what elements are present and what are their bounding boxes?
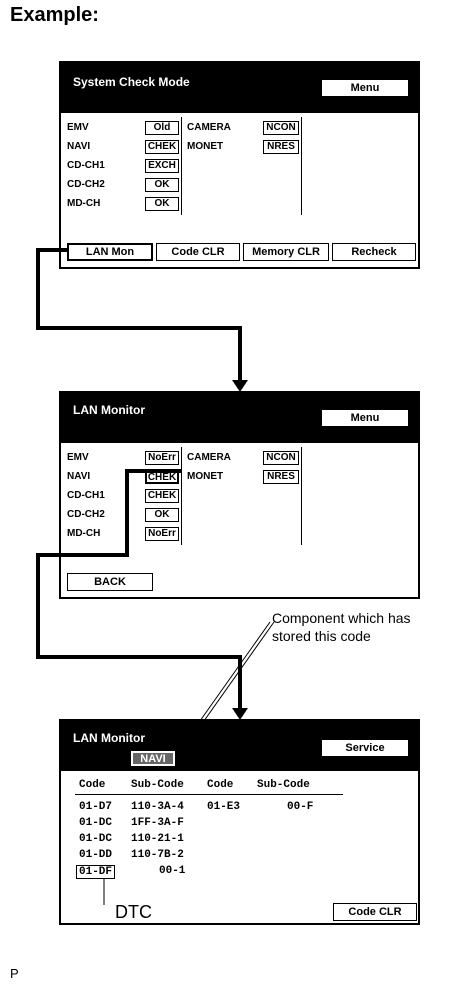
dtc-code: 01-D7	[79, 801, 113, 813]
column-header-subcode: Sub-Code	[131, 779, 184, 791]
sub-code: 1FF-3A-F	[131, 817, 184, 829]
status-value: OK	[145, 508, 179, 522]
status-value: NoErr	[145, 451, 179, 465]
status-value: OK	[145, 178, 179, 192]
column-header-subcode: Sub-Code	[257, 779, 310, 791]
column-header-code: Code	[207, 779, 234, 791]
status-value: NCON	[263, 451, 299, 465]
menu-button[interactable]: Menu	[321, 79, 409, 97]
dtc-code: 01-DC	[79, 817, 113, 829]
item-label: MONET	[187, 141, 224, 152]
dtc-code: 01-E3	[207, 801, 241, 813]
sub-code: 00-1	[159, 865, 186, 877]
divider	[181, 117, 182, 215]
item-label: NAVI	[67, 141, 91, 152]
item-label: EMV	[67, 122, 89, 133]
sub-code: 110-7B-2	[131, 849, 184, 861]
item-label: CAMERA	[187, 122, 231, 133]
arrowhead	[232, 708, 248, 720]
component-badge: NAVI	[130, 750, 176, 767]
divider	[301, 117, 302, 215]
lan-monitor-code-screen: LAN Monitor NAVI Service Code Sub-Code C…	[59, 719, 420, 925]
code-clr-button[interactable]: Code CLR	[156, 243, 240, 261]
menu-button[interactable]: Menu	[321, 409, 409, 427]
item-label: EMV	[67, 452, 89, 463]
arrowhead	[232, 380, 248, 392]
code-clr-button[interactable]: Code CLR	[333, 903, 417, 921]
connector-line	[36, 469, 242, 710]
divider	[181, 447, 182, 545]
item-label: CD-CH2	[67, 509, 105, 520]
service-button[interactable]: Service	[321, 739, 409, 757]
screen-title: System Check Mode	[73, 75, 190, 89]
annotation-line: stored this code	[272, 628, 371, 644]
item-label: CAMERA	[187, 452, 231, 463]
pointer-line	[177, 621, 271, 753]
status-value: EXCH	[145, 159, 179, 173]
memory-clr-button[interactable]: Memory CLR	[243, 243, 329, 261]
dtc-code: 01-DD	[79, 849, 113, 861]
item-label: CD-CH1	[67, 160, 105, 171]
dtc-code: 01-DF	[76, 865, 116, 879]
status-value: CHEK	[145, 140, 179, 154]
item-label: MD-CH	[67, 198, 101, 209]
back-button[interactable]: BACK	[67, 573, 153, 591]
sub-code: 00-F	[287, 801, 314, 813]
pointer-line	[181, 621, 275, 753]
sub-code: 110-21-1	[131, 833, 184, 845]
item-label: CD-CH2	[67, 179, 105, 190]
item-label: CD-CH1	[67, 490, 105, 501]
title-bar: LAN Monitor Menu	[61, 393, 418, 443]
item-label: MONET	[187, 471, 224, 482]
status-value: NRES	[263, 470, 299, 484]
column-header-code: Code	[79, 779, 106, 791]
title-bar: System Check Mode Menu	[61, 63, 418, 113]
status-value: NRES	[263, 140, 299, 154]
connector-line	[36, 248, 242, 382]
item-label: MD-CH	[67, 528, 101, 539]
sub-code: 110-3A-4	[131, 801, 184, 813]
status-value: OK	[145, 197, 179, 211]
footer-mark: P	[10, 966, 19, 981]
item-label: NAVI	[67, 471, 91, 482]
annotation-dtc: DTC	[115, 902, 152, 922]
recheck-button[interactable]: Recheck	[332, 243, 416, 261]
annotation-component: Component which has stored this code	[272, 609, 411, 645]
status-value: NCON	[263, 121, 299, 135]
status-value: Old	[145, 121, 179, 135]
screen-title: LAN Monitor	[73, 403, 145, 417]
status-value: NoErr	[145, 527, 179, 541]
title-bar: LAN Monitor NAVI Service	[61, 721, 418, 771]
page-heading: Example:	[10, 4, 99, 26]
dtc-code: 01-DC	[79, 833, 113, 845]
lan-mon-button[interactable]: LAN Mon	[67, 243, 153, 261]
header-underline	[75, 794, 343, 795]
screen-title: LAN Monitor	[73, 731, 145, 745]
status-value: CHEK	[145, 489, 179, 503]
annotation-line: Component which has	[272, 610, 411, 626]
divider	[301, 447, 302, 545]
